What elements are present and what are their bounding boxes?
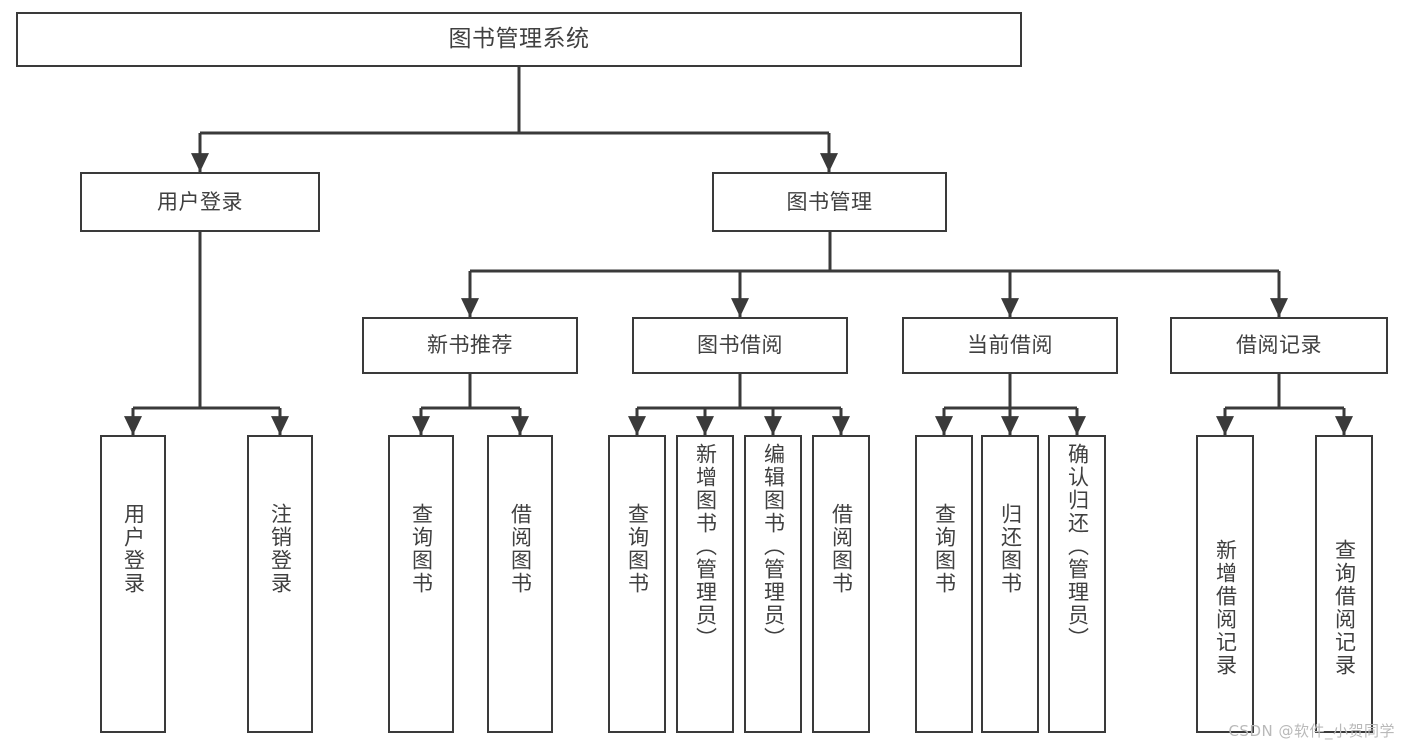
node-label-root: 图书管理系统: [448, 25, 590, 52]
node-label-leaf-add-book-admin: 新增图书（管理员）: [693, 443, 718, 650]
node-new-book-recommend[interactable]: 新书推荐: [362, 317, 578, 374]
arrowhead-level1-to-level2-0: [461, 298, 479, 317]
arrowhead-borrow-leaves-3: [832, 416, 850, 435]
node-label-book-manage: 图书管理: [786, 189, 873, 214]
node-label-current-borrow: 当前借阅: [967, 333, 1053, 358]
arrowhead-record-leaves-0: [1216, 416, 1234, 435]
node-label-leaf-borrow-book-2: 借阅图书: [829, 503, 854, 595]
arrowhead-level1-to-level2-3: [1270, 298, 1288, 317]
node-leaf-query-book-1[interactable]: 查询图书: [388, 435, 454, 733]
node-leaf-query-book-3[interactable]: 查询图书: [915, 435, 973, 733]
node-borrow-record[interactable]: 借阅记录: [1170, 317, 1388, 374]
arrowhead-level1-to-level2-2: [1001, 298, 1019, 317]
node-label-leaf-query-book-3: 查询图书: [932, 503, 957, 595]
node-leaf-user-logout[interactable]: 注销登录: [247, 435, 313, 733]
node-label-borrow-record: 借阅记录: [1236, 333, 1322, 358]
node-label-leaf-user-logout: 注销登录: [268, 503, 293, 595]
arrowhead-current-borrow-leaves-2: [1068, 416, 1086, 435]
arrowhead-level1-to-level2-1: [731, 298, 749, 317]
node-label-book-borrow: 图书借阅: [697, 333, 783, 358]
node-leaf-borrow-book-1[interactable]: 借阅图书: [487, 435, 553, 733]
arrowhead-user-login-leaves-1: [271, 416, 289, 435]
node-label-leaf-confirm-return: 确认归还（管理员）: [1065, 443, 1090, 650]
arrowhead-record-leaves-1: [1335, 416, 1353, 435]
node-leaf-query-borrow-record[interactable]: 查询借阅记录: [1315, 435, 1373, 733]
arrowhead-recommend-leaves-0: [412, 416, 430, 435]
node-leaf-borrow-book-2[interactable]: 借阅图书: [812, 435, 870, 733]
arrowhead-borrow-leaves-2: [764, 416, 782, 435]
node-label-leaf-add-borrow-record: 新增借阅记录: [1213, 539, 1238, 677]
node-label-leaf-query-book-2: 查询图书: [625, 503, 650, 595]
node-label-leaf-query-book-1: 查询图书: [409, 503, 434, 595]
node-label-leaf-user-login: 用户登录: [121, 503, 146, 595]
arrowhead-recommend-leaves-1: [511, 416, 529, 435]
node-label-user-login: 用户登录: [157, 189, 243, 214]
node-user-login[interactable]: 用户登录: [80, 172, 320, 232]
node-label-leaf-return-book: 归还图书: [998, 503, 1023, 595]
arrowhead-current-borrow-leaves-1: [1001, 416, 1019, 435]
arrowhead-current-borrow-leaves-0: [935, 416, 953, 435]
node-leaf-return-book[interactable]: 归还图书: [981, 435, 1039, 733]
node-leaf-add-book-admin[interactable]: 新增图书（管理员）: [676, 435, 734, 733]
node-leaf-query-book-2[interactable]: 查询图书: [608, 435, 666, 733]
node-current-borrow[interactable]: 当前借阅: [902, 317, 1118, 374]
node-label-new-book-recommend: 新书推荐: [427, 333, 513, 358]
node-leaf-user-login[interactable]: 用户登录: [100, 435, 166, 733]
arrowhead-user-login-leaves-0: [124, 416, 142, 435]
arrowhead-root-to-level1-0: [191, 153, 209, 172]
node-book-borrow[interactable]: 图书借阅: [632, 317, 848, 374]
node-leaf-edit-book-admin[interactable]: 编辑图书（管理员）: [744, 435, 802, 733]
node-root[interactable]: 图书管理系统: [16, 12, 1022, 67]
node-label-leaf-query-borrow-record: 查询借阅记录: [1332, 539, 1357, 677]
node-leaf-confirm-return[interactable]: 确认归还（管理员）: [1048, 435, 1106, 733]
arrowhead-borrow-leaves-1: [696, 416, 714, 435]
node-book-manage[interactable]: 图书管理: [712, 172, 947, 232]
node-label-leaf-edit-book-admin: 编辑图书（管理员）: [761, 443, 786, 650]
node-leaf-add-borrow-record[interactable]: 新增借阅记录: [1196, 435, 1254, 733]
node-label-leaf-borrow-book-1: 借阅图书: [508, 503, 533, 595]
arrowhead-root-to-level1-1: [820, 153, 838, 172]
watermark-text: CSDN @软件_小贺同学: [1228, 722, 1395, 740]
arrowhead-borrow-leaves-0: [628, 416, 646, 435]
